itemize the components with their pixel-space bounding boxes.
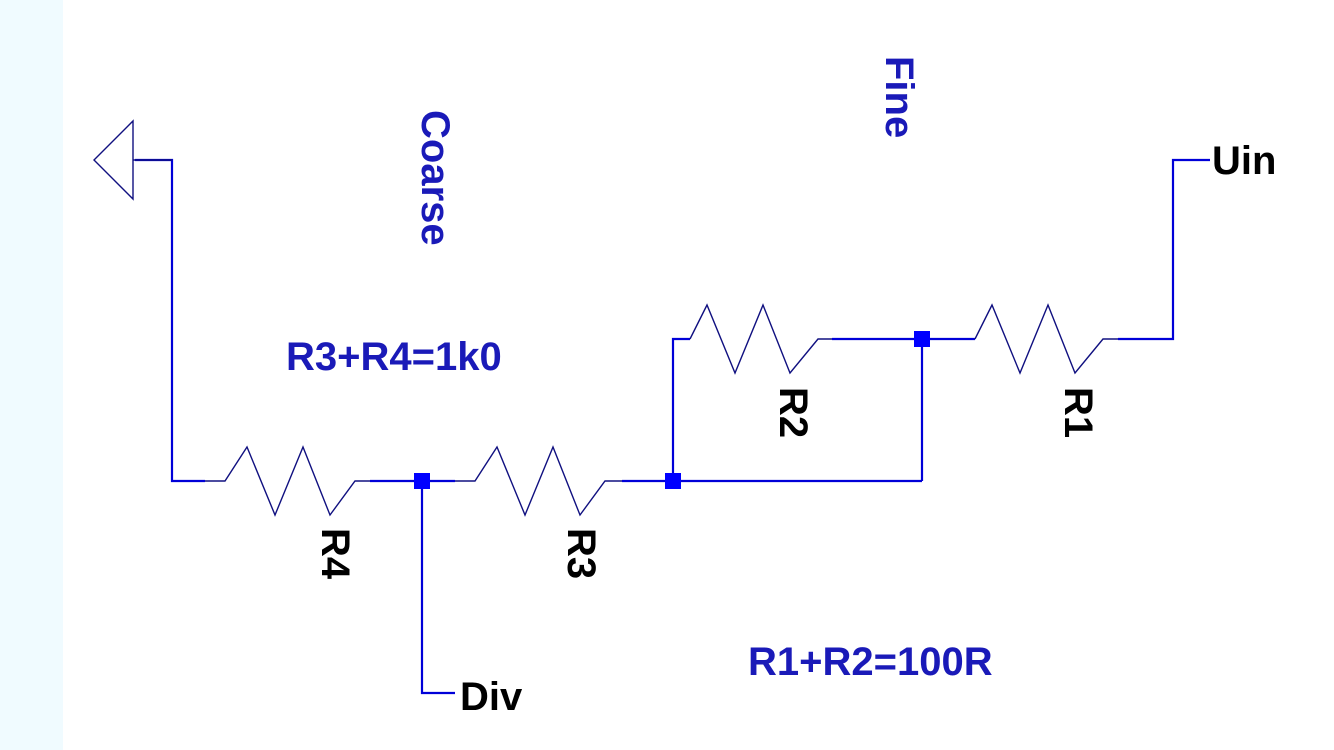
ref-label-r2: R2 <box>771 387 815 438</box>
comment-coarse-sum: R3+R4=1k0 <box>286 335 502 379</box>
ref-label-r3: R3 <box>559 528 603 579</box>
ground-symbol-icon <box>93 119 172 201</box>
wire-r1-to-uin[interactable] <box>1118 158 1210 341</box>
resistor-r1[interactable] <box>974 303 1118 375</box>
resistor-r3[interactable] <box>455 445 622 517</box>
r2-zigzag-icon <box>689 303 832 375</box>
r3-zigzag-icon <box>455 445 622 517</box>
r4-zigzag-icon <box>205 445 370 517</box>
wire-ground-to-r4[interactable] <box>135 158 205 483</box>
ref-label-r1: R1 <box>1056 387 1100 438</box>
wires <box>135 158 1210 695</box>
r1-zigzag-icon <box>974 303 1118 375</box>
comment-fine: Fine <box>877 56 921 138</box>
net-label-uin: Uin <box>1212 139 1276 183</box>
left-margin <box>0 0 63 750</box>
wire-r2-left[interactable] <box>671 337 690 481</box>
comment-fine-sum: R1+R2=100R <box>748 640 993 684</box>
junction-dot-icon <box>914 331 930 347</box>
comment-coarse: Coarse <box>413 110 457 246</box>
wire-div-output[interactable] <box>420 481 455 695</box>
junctions <box>414 331 930 489</box>
resistor-r2[interactable] <box>689 303 832 375</box>
junction-dot-icon <box>414 473 430 489</box>
junction-dot-icon <box>665 473 681 489</box>
ground-triangle <box>93 119 134 201</box>
resistor-r4[interactable] <box>205 445 370 517</box>
net-label-div: Div <box>460 675 523 719</box>
ref-label-r4: R4 <box>313 528 357 580</box>
